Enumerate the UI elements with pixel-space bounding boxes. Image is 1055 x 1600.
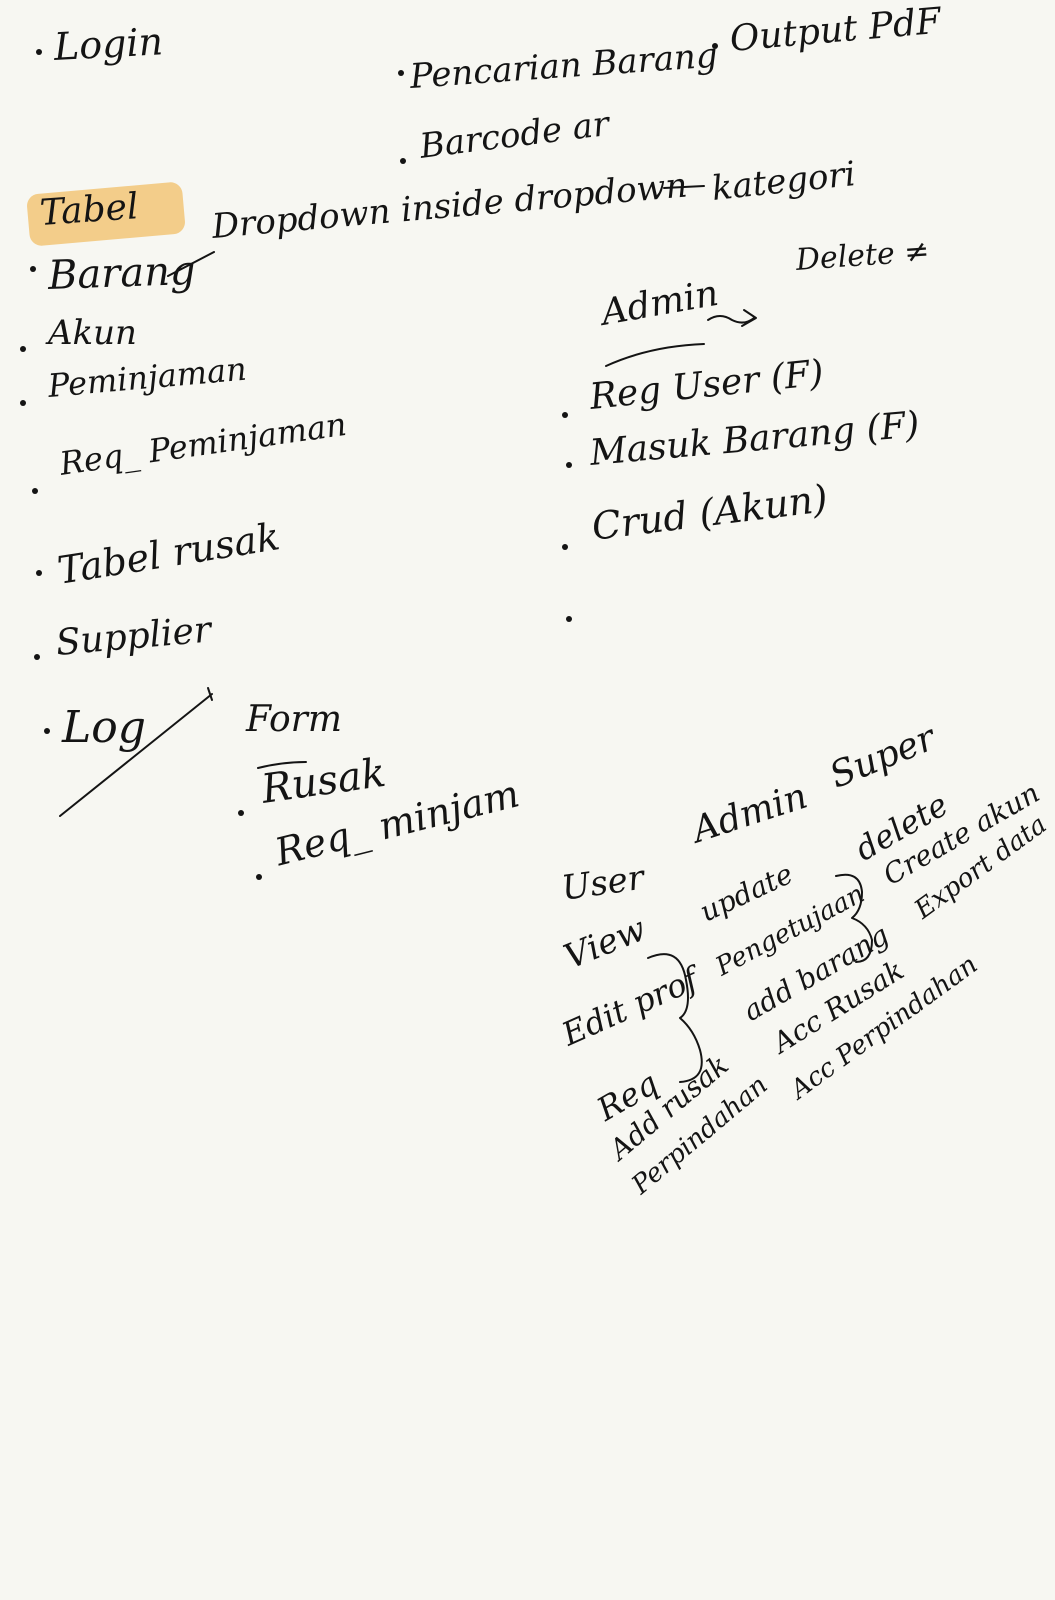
arrow-icon [707, 309, 757, 327]
bullet [400, 158, 406, 164]
bullet [20, 346, 26, 352]
bullet [36, 570, 42, 576]
brace-icon [835, 873, 873, 963]
bullet [566, 462, 572, 468]
strike-line [59, 693, 213, 817]
underline [605, 343, 705, 367]
bullet [712, 43, 718, 49]
tabel-item-akun: Akun [48, 313, 137, 353]
connector-line [663, 185, 705, 189]
bullet [256, 874, 262, 880]
bullet [398, 70, 404, 76]
underline [257, 761, 307, 769]
bullet [36, 49, 42, 55]
bullet [32, 488, 38, 494]
tabel-item-log: Log [62, 702, 146, 753]
bullet [34, 654, 40, 660]
bullet [20, 400, 26, 406]
bullet [562, 412, 568, 418]
bullet [566, 616, 572, 622]
connector-line [167, 251, 215, 277]
form-heading: Form [246, 699, 343, 740]
bullet [562, 544, 568, 550]
bullet [30, 266, 36, 272]
bullet [44, 728, 50, 734]
strike-tick [207, 687, 213, 701]
bullet [238, 810, 244, 816]
brace-icon [647, 953, 703, 1083]
